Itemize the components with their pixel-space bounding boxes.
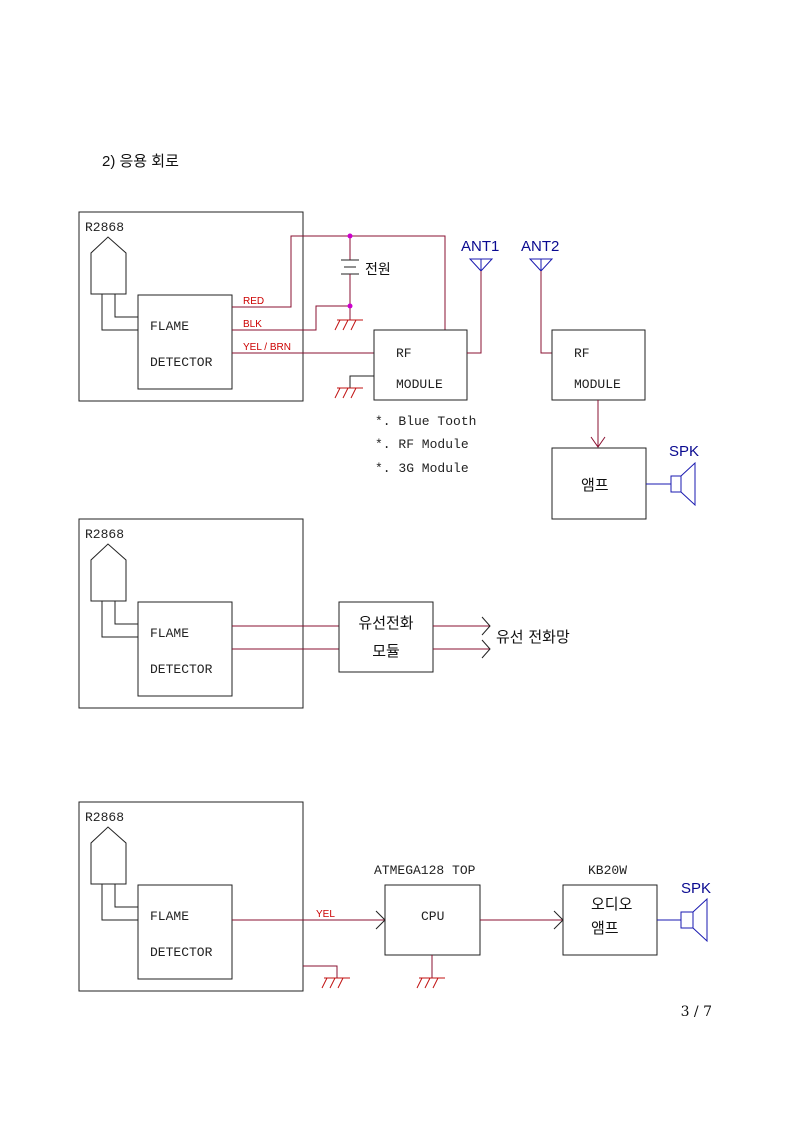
- rf2-to-amp-arrow: [590, 436, 606, 448]
- audio-amp-label-line1: 오디오: [591, 895, 633, 913]
- rf1-ground-lead: [349, 375, 374, 388]
- wire-label-yel: YEL: [316, 909, 335, 920]
- detector-label-line2-3: DETECTOR: [150, 945, 213, 960]
- tube-lead-right-3: [114, 884, 138, 908]
- ground-symbol-sensor: [321, 977, 350, 989]
- sensor-enclosure-3: [78, 801, 304, 992]
- power-label: 전원: [365, 261, 391, 277]
- junction-node-top: [347, 233, 353, 239]
- detector-label-line2-2: DETECTOR: [150, 662, 213, 677]
- tube-lead-left-2: [101, 601, 138, 638]
- wire-label-yel-brn: YEL / BRN: [243, 342, 291, 353]
- sensor-enclosure: [78, 211, 304, 402]
- detector-label-line2: DETECTOR: [150, 355, 213, 370]
- sensor-part-label-2: R2868: [85, 527, 124, 542]
- ant2-label: ANT2: [521, 238, 559, 255]
- detector-label-line1-3: FLAME: [150, 909, 189, 924]
- flame-detector-box-2: [137, 601, 233, 697]
- sensor-ground-lead: [303, 965, 338, 978]
- phone-module-box: [338, 601, 434, 673]
- phone-network-label: 유선 전화망: [496, 628, 570, 646]
- diagram-wireless: R2868 FLAME DETECTOR RED BLK YEL / BRN 전…: [78, 211, 699, 520]
- antenna-2-icon: [528, 258, 554, 272]
- sensor-part-label: R2868: [85, 220, 124, 235]
- tube-lead-left: [101, 294, 138, 331]
- line-out-arrow-1: [481, 616, 491, 636]
- cpu-title: ATMEGA128 TOP: [374, 863, 476, 878]
- sensor-enclosure-2: [78, 518, 304, 709]
- note-bluetooth: *. Blue Tooth: [375, 414, 476, 429]
- spk-label-2: SPK: [681, 880, 711, 897]
- phone-module-label-line1: 유선전화: [358, 614, 413, 632]
- tube-lead-right: [114, 294, 138, 318]
- uv-tube-icon-2: [90, 543, 127, 602]
- ground-symbol-rf1: [334, 387, 363, 399]
- rf2-label-line2: MODULE: [574, 377, 621, 392]
- rf1-label-line1: RF: [396, 346, 412, 361]
- wire-label-blk: BLK: [243, 319, 262, 330]
- uv-tube-icon-3: [90, 826, 127, 885]
- detector-label-line1-2: FLAME: [150, 626, 189, 641]
- red-wire: [232, 235, 446, 330]
- rf-module-1-box: [373, 329, 468, 401]
- detector-label-line1: FLAME: [150, 319, 189, 334]
- wire-label-red: RED: [243, 296, 264, 307]
- page-number: 3 / 7: [681, 1004, 712, 1020]
- ant1-label: ANT1: [461, 238, 499, 255]
- amp-label: 앰프: [581, 476, 609, 494]
- ant1-feed: [467, 271, 482, 354]
- ant2-feed: [540, 271, 552, 354]
- diagram-wired-phone: R2868 FLAME DETECTOR 유선전화 모듈 유선 전화망: [78, 518, 570, 709]
- speaker-icon-2: [680, 897, 708, 943]
- sensor-part-label-3: R2868: [85, 810, 124, 825]
- blk-wire: [232, 305, 350, 331]
- diagram-cpu-audio: R2868 FLAME DETECTOR YEL ATMEGA128 TOP C…: [78, 801, 711, 992]
- ground-symbol-cpu: [416, 977, 445, 989]
- cpu-label: CPU: [421, 909, 444, 924]
- antenna-1-icon: [468, 258, 494, 272]
- rf2-label-line1: RF: [574, 346, 590, 361]
- flame-detector-box: [137, 294, 233, 390]
- ground-symbol-power: [334, 319, 363, 331]
- phone-module-label-line2: 모듈: [372, 642, 400, 660]
- amp-title: KB20W: [588, 863, 627, 878]
- tube-lead-right-2: [114, 601, 138, 625]
- junction-node-bottom: [347, 303, 353, 309]
- rf1-label-line2: MODULE: [396, 377, 443, 392]
- note-rf-module: *. RF Module: [375, 437, 469, 452]
- tube-lead-left-3: [101, 884, 138, 921]
- speaker-icon: [670, 461, 696, 507]
- audio-amp-label-line2: 앰프: [591, 919, 619, 937]
- spk-label-1: SPK: [669, 443, 699, 460]
- section-heading: 2) 응용 회로: [102, 153, 179, 170]
- line-out-arrow-2: [481, 639, 491, 659]
- flame-detector-box-3: [137, 884, 233, 980]
- uv-tube-icon: [90, 236, 127, 295]
- note-3g-module: *. 3G Module: [375, 461, 469, 476]
